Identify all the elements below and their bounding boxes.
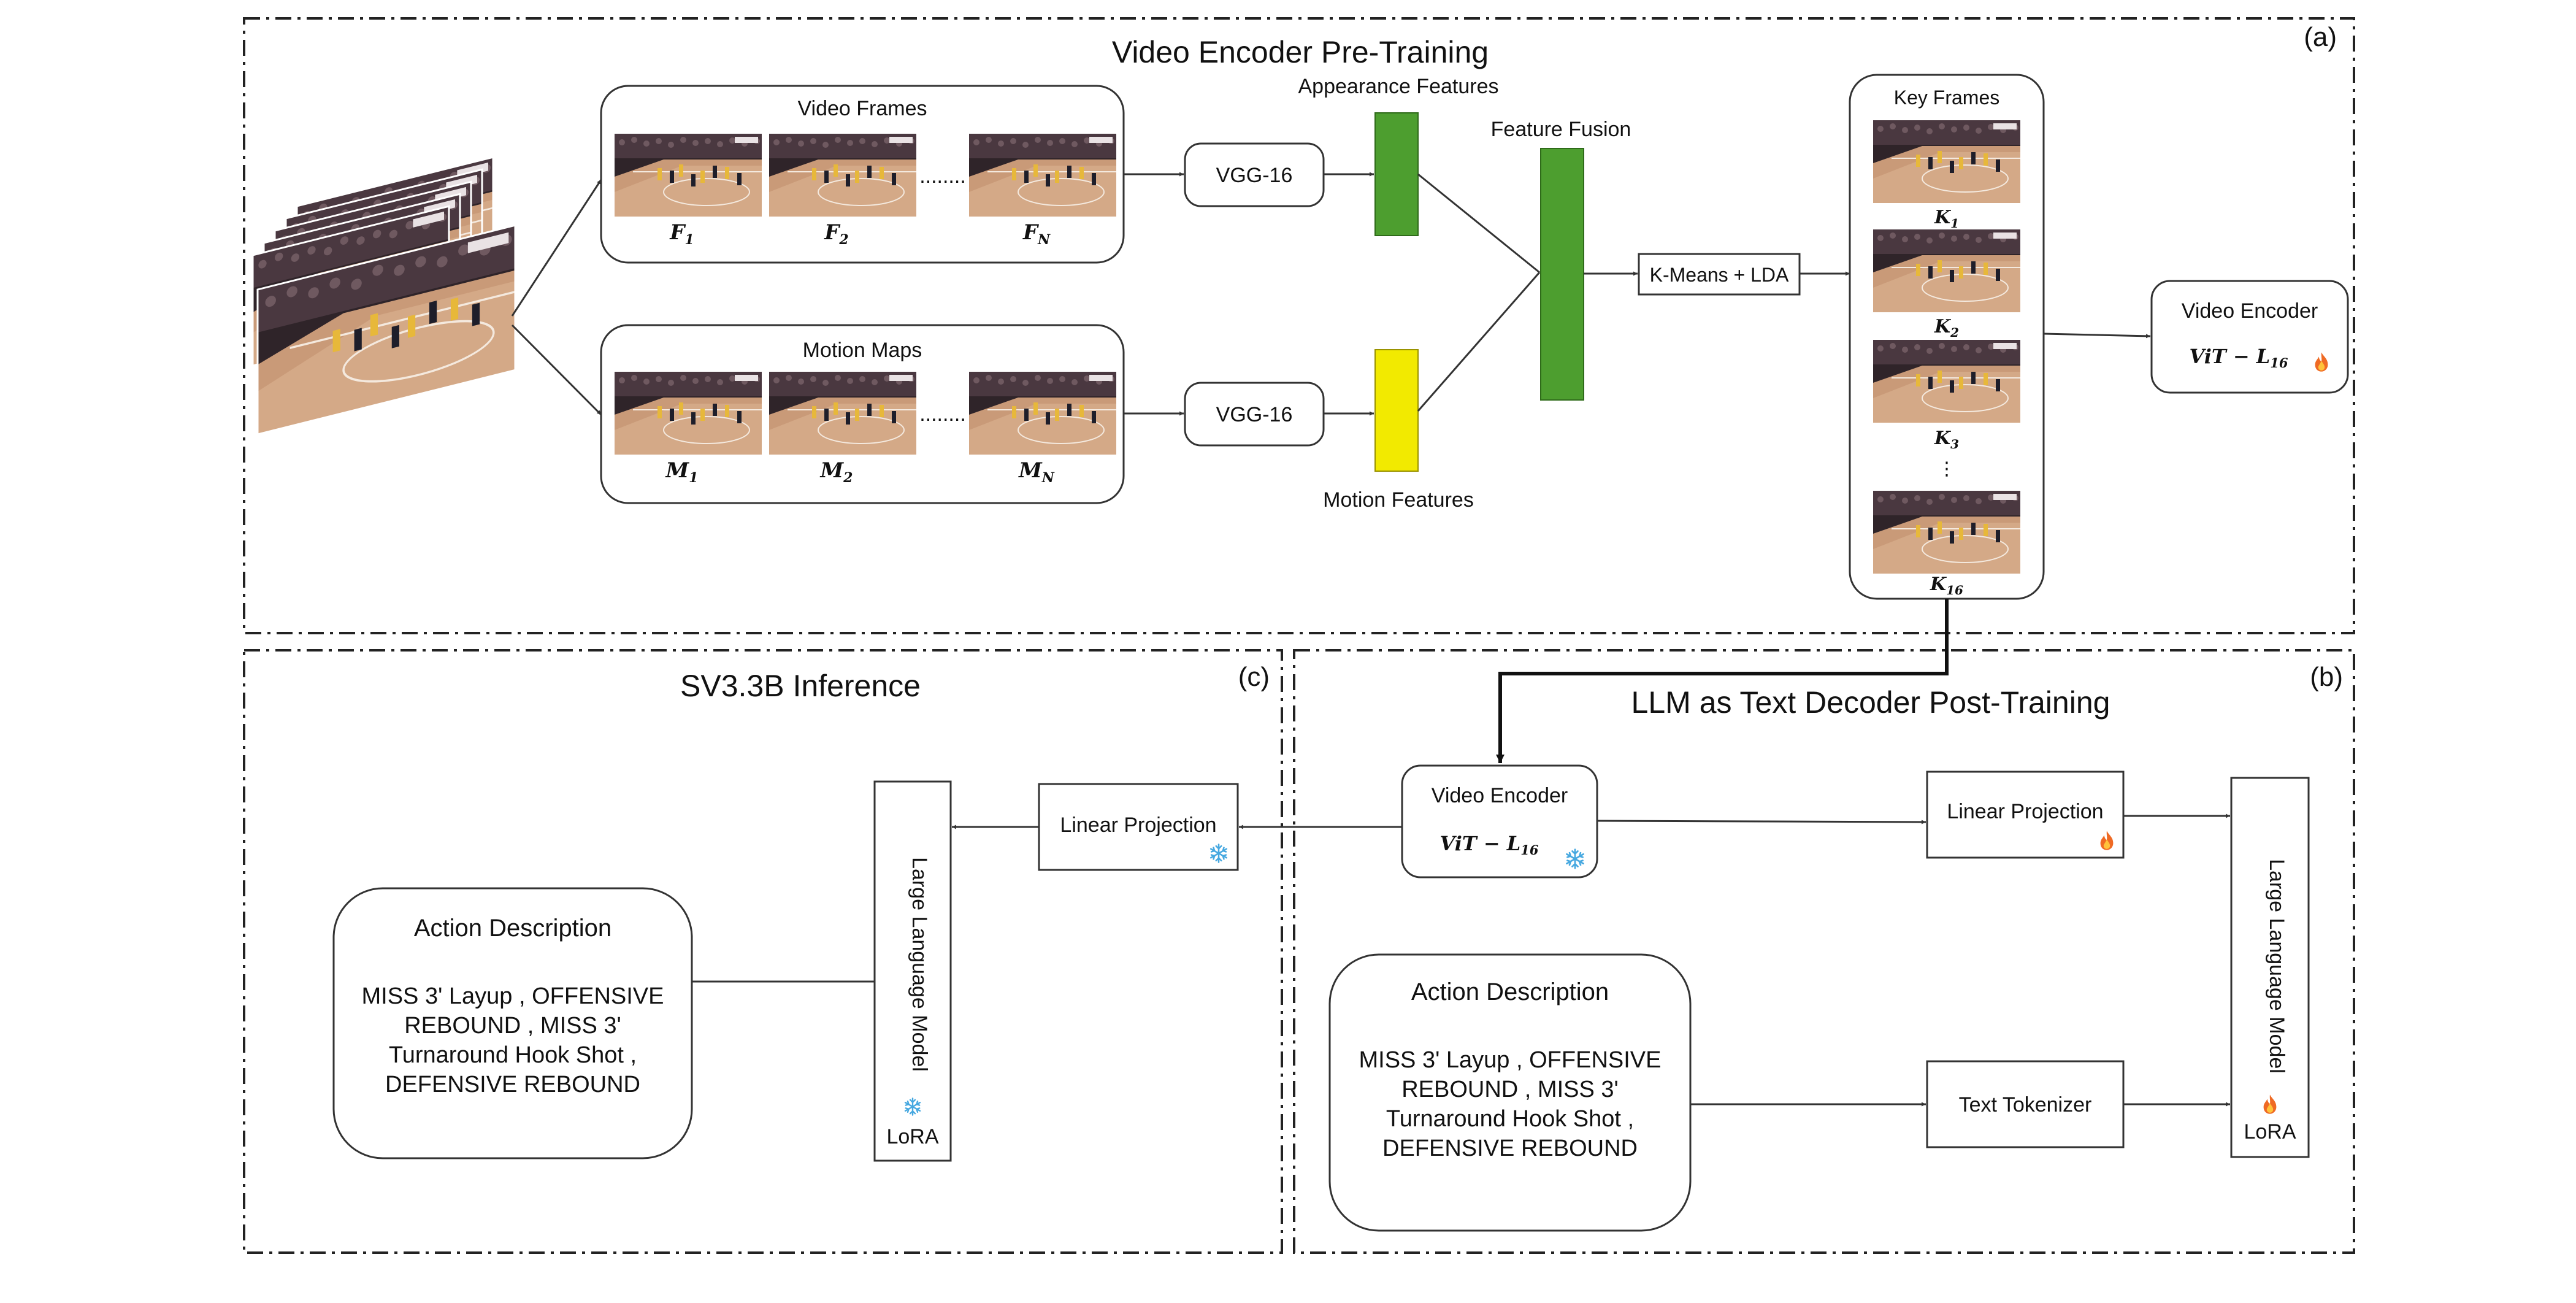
appearance-features-bar (1374, 112, 1419, 236)
vgg-top-label: VGG-16 (1216, 164, 1293, 187)
llm-b-lora: LoRA (2244, 1120, 2296, 1143)
text-tokenizer-label: Text Tokenizer (1959, 1093, 2092, 1117)
key-label-k2: K2 (1934, 316, 1959, 340)
action-description-b-title: Action Description (1411, 978, 1609, 1005)
key-frames-box: Key Frames K1 K2 K3 ⋮ K16 (1849, 74, 2045, 600)
video-encoder-a-title: Video Encoder (2182, 299, 2318, 323)
key-frame-3 (1873, 340, 2020, 423)
action-description-c-line-2: REBOUND , MISS 3' (404, 1013, 621, 1039)
linear-projection-c-label: Linear Projection (1060, 813, 1216, 837)
motion-map-1 (615, 372, 762, 455)
video-encoder-a-model: ViT − L16 (2189, 345, 2288, 371)
key-label-k1: K1 (1934, 207, 1959, 231)
kmeans-lda-box (1638, 253, 1801, 296)
video-frames-title: Video Frames (797, 97, 927, 120)
motion-maps-title: Motion Maps (803, 339, 922, 362)
key-label-k16: K16 (1930, 574, 1963, 598)
vgg-bottom-label: VGG-16 (1216, 403, 1293, 426)
key-label-k3: K3 (1934, 428, 1959, 452)
action-description-c-line-1: MISS 3' Layup , OFFENSIVE (362, 983, 664, 1009)
linear-projection-b-label: Linear Projection (1947, 800, 2103, 823)
motion-map-2 (769, 372, 916, 455)
section-a-tag: (a) (2304, 22, 2337, 52)
video-frame-1 (615, 134, 762, 217)
feature-fusion-label: Feature Fusion (1491, 118, 1631, 141)
action-description-c: Action Description MISS 3' Layup , OFFEN… (332, 887, 693, 1159)
action-description-b-line-2: REBOUND , MISS 3' (1401, 1077, 1619, 1102)
linear-projection-c: Linear Projection (1038, 783, 1239, 871)
video-encoder-b-title: Video Encoder (1432, 784, 1568, 807)
key-frame-1 (1873, 120, 2020, 203)
video-frame-n (969, 134, 1116, 217)
video-frames-box: Video Frames ........ F1 F2 FN (600, 85, 1125, 264)
section-b-frame (1293, 649, 2355, 1254)
key-frames-title: Key Frames (1894, 86, 1999, 109)
action-description-b-line-4: DEFENSIVE REBOUND (1382, 1136, 1638, 1161)
arrow-appearance-to-fusion (1417, 173, 1540, 274)
arrow-keyframes-to-encoder-b (1496, 599, 1949, 763)
appearance-features-label: Appearance Features (1298, 75, 1499, 98)
frame-label-fn: FN (1022, 220, 1051, 248)
arrow-input-to-frames (511, 179, 602, 317)
section-a-title: Video Encoder Pre-Training (1112, 35, 1489, 69)
llm-c: Large Language Model LoRA (873, 780, 952, 1162)
llm-c-label: Large Language Model (908, 857, 931, 1072)
action-description-b: Action Description MISS 3' Layup , OFFEN… (1328, 953, 1692, 1232)
linear-projection-b: Linear Projection (1926, 771, 2125, 859)
section-c-title: SV3.3B Inference (680, 669, 921, 703)
motion-maps-ellipsis: ........ (919, 402, 966, 426)
motion-features-bar (1374, 349, 1419, 472)
action-description-c-title: Action Description (414, 915, 611, 942)
key-frame-2 (1873, 229, 2020, 312)
llm-c-lora: LoRA (886, 1125, 938, 1148)
section-a-frame (243, 17, 2355, 634)
kmeans-lda-label: K-Means + LDA (1650, 264, 1789, 286)
video-encoder-a: Video Encoder ViT − L16 (2150, 280, 2349, 394)
motion-maps-box: Motion Maps ........ M1 M2 MN (600, 324, 1125, 504)
arrow-keyframes-to-encoder (2043, 332, 2151, 339)
input-video-stack (251, 156, 516, 436)
key-frame-16 (1873, 491, 2020, 574)
action-description-b-line-3: Turnaround Hook Shot , (1386, 1106, 1634, 1132)
frame-label-f1: F1 (669, 220, 694, 248)
llm-b-label: Large Language Model (2265, 859, 2288, 1074)
motion-features-label: Motion Features (1323, 488, 1474, 512)
arrow-input-to-motion (511, 324, 602, 416)
motion-label-m1: M1 (665, 458, 699, 486)
motion-label-mn: MN (1018, 458, 1055, 486)
video-frames-ellipsis: ........ (919, 164, 966, 188)
action-description-c-line-3: Turnaround Hook Shot , (389, 1042, 637, 1068)
feature-fusion-bar (1540, 148, 1584, 401)
arrow-encoder-b-to-projection-b (1597, 820, 1926, 824)
llm-b: Large Language Model LoRA (2230, 777, 2310, 1158)
section-c-tag: (c) (1238, 662, 1270, 692)
video-frame-2 (769, 134, 916, 217)
section-b-title: LLM as Text Decoder Post-Training (1631, 685, 2110, 720)
motion-map-n (969, 372, 1116, 455)
section-c-frame (243, 649, 1283, 1254)
section-b-tag: (b) (2310, 662, 2343, 692)
motion-label-m2: M2 (820, 458, 853, 486)
video-encoder-b: Video Encoder ViT − L16 (1401, 764, 1598, 878)
action-description-b-line-1: MISS 3' Layup , OFFENSIVE (1359, 1047, 1662, 1073)
video-encoder-b-model: ViT − L16 (1439, 832, 1538, 858)
key-frames-ellipsis: ⋮ (1938, 459, 1956, 479)
frame-label-f2: F2 (824, 220, 848, 248)
arrow-motion-to-fusion (1417, 272, 1541, 412)
action-description-c-line-4: DEFENSIVE REBOUND (385, 1072, 640, 1097)
